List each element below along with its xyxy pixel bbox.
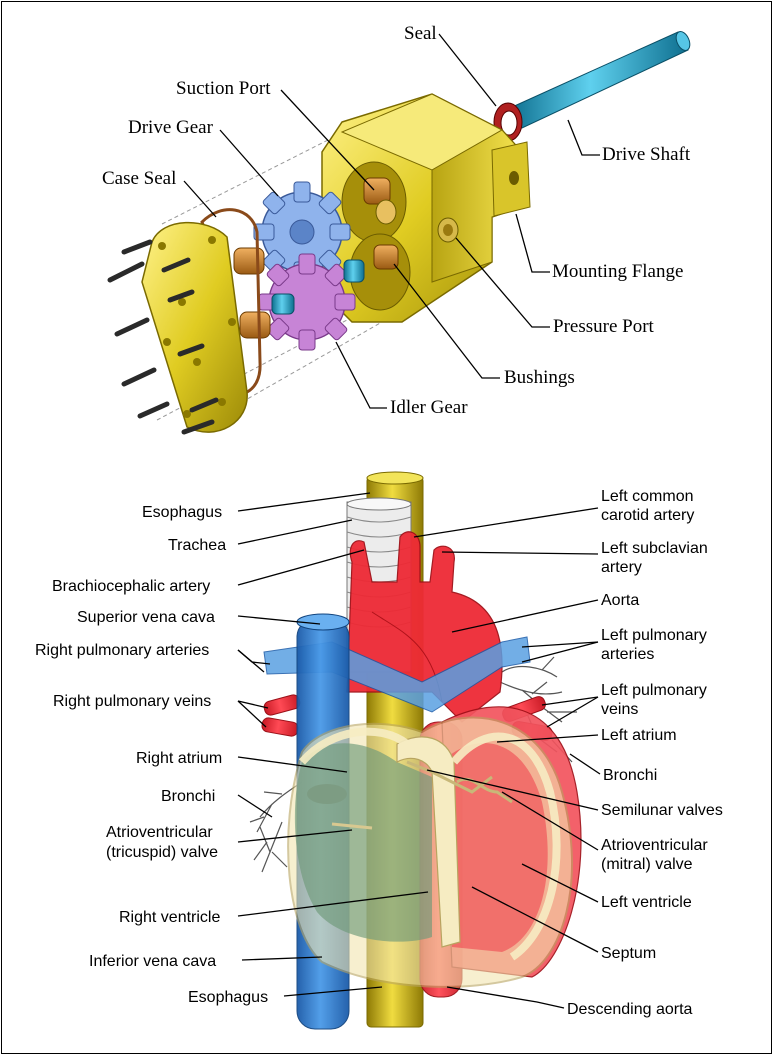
label-left-pulmonary-veins-line1: Left pulmonary <box>601 682 707 699</box>
label-inferior-vena-cava: Inferior vena cava <box>89 953 216 970</box>
label-left-common-carotid-line2: carotid artery <box>601 507 694 524</box>
label-trachea: Trachea <box>168 537 226 554</box>
idler-gear <box>259 254 364 350</box>
label-brachiocephalic-artery: Brachiocephalic artery <box>52 578 210 595</box>
label-superior-vena-cava: Superior vena cava <box>77 609 215 626</box>
label-septum: Septum <box>601 945 656 962</box>
label-bronchi-right: Bronchi <box>603 767 657 784</box>
label-mounting-flange: Mounting Flange <box>552 261 683 282</box>
label-drive-gear: Drive Gear <box>128 117 214 138</box>
label-left-pulmonary-arteries-line2: arteries <box>601 646 654 663</box>
label-bronchi-left: Bronchi <box>161 788 215 805</box>
label-av-tricuspid-line1: Atrioventricular <box>106 824 213 841</box>
label-av-mitral-line2: (mitral) valve <box>601 856 693 873</box>
label-case-seal: Case Seal <box>102 168 176 189</box>
label-pressure-port: Pressure Port <box>553 316 655 337</box>
label-semilunar-valves: Semilunar valves <box>601 802 723 819</box>
label-right-ventricle: Right ventricle <box>119 909 220 926</box>
label-av-mitral-line1: Atrioventricular <box>601 837 708 854</box>
label-left-subclavian-line1: Left subclavian <box>601 540 708 557</box>
end-cover-plate <box>142 223 247 433</box>
label-right-pulmonary-arteries: Right pulmonary arteries <box>35 642 209 659</box>
label-right-pulmonary-veins: Right pulmonary veins <box>53 693 211 710</box>
label-left-pulmonary-veins-line2: veins <box>601 701 638 718</box>
drive-shaft <box>510 29 693 128</box>
label-descending-aorta: Descending aorta <box>567 1001 693 1018</box>
label-av-tricuspid-line2: (tricuspid) valve <box>106 844 218 861</box>
label-right-atrium: Right atrium <box>136 750 222 767</box>
label-aorta: Aorta <box>601 592 639 609</box>
label-left-subclavian-line2: artery <box>601 559 642 576</box>
label-drive-shaft: Drive Shaft <box>602 144 691 165</box>
label-esophagus-bottom: Esophagus <box>188 989 268 1006</box>
label-idler-gear: Idler Gear <box>390 397 468 418</box>
label-seal: Seal <box>404 23 437 44</box>
right-pulmonary-veins <box>261 694 301 737</box>
label-esophagus-top: Esophagus <box>142 504 222 521</box>
label-bushings: Bushings <box>504 367 575 388</box>
label-left-ventricle: Left ventricle <box>601 894 692 911</box>
label-left-common-carotid-line1: Left common <box>601 488 693 505</box>
label-left-atrium: Left atrium <box>601 727 677 744</box>
heart-body <box>288 707 581 987</box>
gear-pump-illustration: Seal Suction Port Drive Gear Case Seal D… <box>102 23 693 432</box>
label-suction-port: Suction Port <box>176 78 271 99</box>
label-left-pulmonary-arteries-line1: Left pulmonary <box>601 627 707 644</box>
heart-illustration: Esophagus Trachea Brachiocephalic artery… <box>35 472 723 1029</box>
